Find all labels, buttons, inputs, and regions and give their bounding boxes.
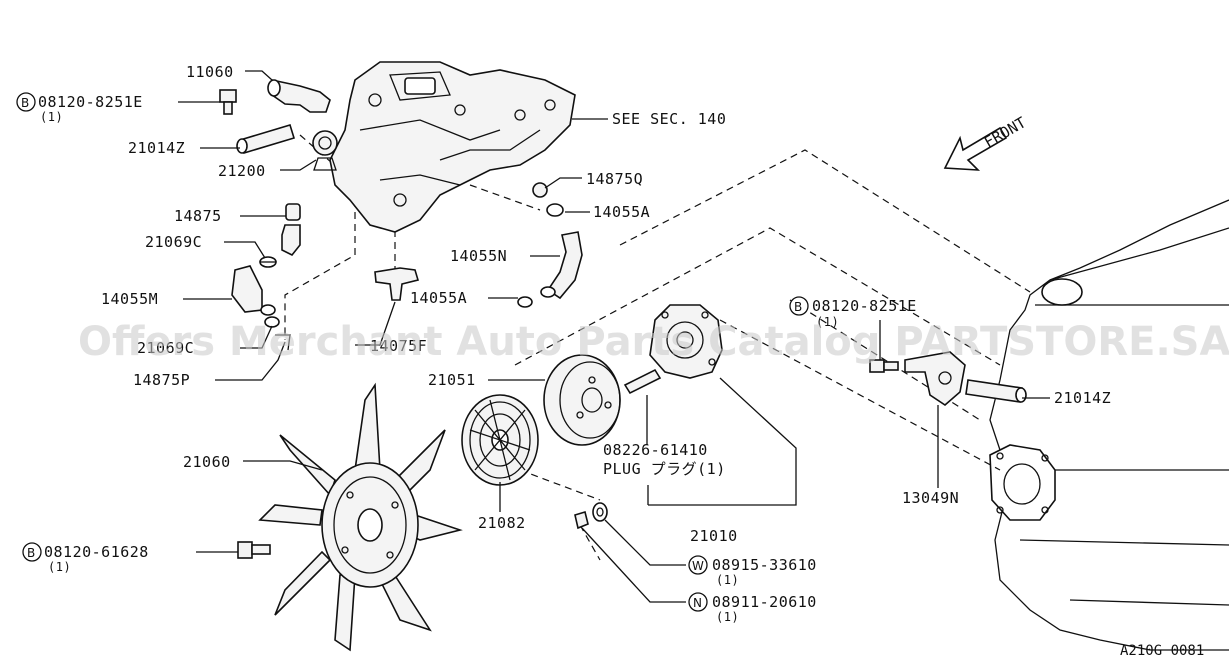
- hose-14875q: [532, 182, 548, 198]
- callout-14055n: 14055N: [450, 247, 507, 265]
- bolt-marker-bottom: B: [22, 542, 42, 562]
- callout-21010: 21010: [690, 527, 738, 545]
- bolt-08120-8251e-top: [219, 89, 237, 115]
- callout-21014z-top: 21014Z: [128, 139, 185, 157]
- clamp-21069c: [259, 256, 277, 268]
- bolt-marker-top: B: [16, 92, 36, 112]
- water-pump-21010: [623, 304, 723, 395]
- callout-14875p: 14875P: [133, 371, 190, 389]
- engine-block-outline: [989, 199, 1229, 651]
- callout-14875: 14875: [174, 207, 222, 225]
- callout-08120-61628: 08120-61628: [44, 543, 149, 561]
- callout-14055m: 14055M: [101, 290, 158, 308]
- hose-14055n: [540, 231, 583, 300]
- callout-08120-8251e-top-qty: (1): [40, 110, 63, 124]
- callout-08915-33610-qty: (1): [716, 573, 739, 587]
- pipe-14075f: [374, 267, 420, 301]
- thermostat-21200: [312, 130, 338, 171]
- outlet-13049n: [904, 351, 966, 407]
- callout-14055a-mid: 14055A: [410, 289, 467, 307]
- hose-21014z-top: [236, 124, 296, 154]
- callout-08911-20610: 08911-20610: [712, 593, 817, 611]
- callout-21060: 21060: [183, 453, 231, 471]
- hose-14875p: [275, 334, 291, 351]
- fan-clutch-21082: [461, 394, 539, 486]
- water-outlet-11060: [267, 79, 331, 113]
- pulley-21051: [543, 354, 621, 446]
- gasket-13049n: [989, 444, 1056, 521]
- bolt-marker-top-letter: B: [21, 96, 29, 110]
- front-label: FRONT: [981, 113, 1029, 151]
- callout-21069c: 21069C: [145, 233, 202, 251]
- callout-08120-61628-qty: (1): [48, 560, 71, 574]
- callout-08226-61410: 08226-61410: [603, 441, 708, 459]
- nut-08911-20610: [574, 510, 589, 530]
- nut-marker: N: [688, 592, 708, 612]
- callout-see-sec-140: SEE SEC. 140: [612, 110, 726, 128]
- callout-14875q: 14875Q: [586, 170, 643, 188]
- callout-21069c-b: 21069C: [137, 339, 194, 357]
- callout-08915-33610: 08915-33610: [712, 556, 817, 574]
- clamp-14055a-top: [546, 203, 564, 217]
- callout-plug: PLUG プラグ(1): [603, 460, 726, 478]
- bolt-marker-right: B: [789, 296, 809, 316]
- bolt-08120-8251e-right: [869, 359, 899, 373]
- watermark-text: Offers Merchant Auto Parts Catalog PARTS…: [78, 319, 1229, 365]
- callout-08120-8251e-right-qty: (1): [816, 315, 839, 329]
- callout-14075f: 14075F: [370, 337, 427, 355]
- callout-labels: 11060 B 08120-8251E (1) 21014Z 21200 SEE…: [16, 63, 1111, 624]
- leader-lines: [178, 70, 1050, 603]
- bolt-08120-61628: [237, 541, 271, 559]
- cooling-fan-21060: [258, 382, 463, 652]
- nut-marker-letter: N: [693, 596, 702, 610]
- bolt-marker-bottom-letter: B: [27, 546, 35, 560]
- intake-manifold: [329, 61, 576, 233]
- hose-14875: [281, 203, 301, 257]
- bolt-marker-right-letter: B: [794, 300, 802, 314]
- callout-11060: 11060: [186, 63, 234, 81]
- callout-08911-20610-qty: (1): [716, 610, 739, 624]
- front-direction-arrow: FRONT: [943, 113, 1029, 171]
- callout-21200: 21200: [218, 162, 266, 180]
- hose-14055m: [231, 265, 276, 316]
- assembly-dashed-lines: [284, 134, 1031, 561]
- washer-08915-33610: [592, 502, 608, 522]
- reference-code: A210G 0081: [1120, 643, 1204, 659]
- clamp-14055a-mid: [517, 296, 533, 308]
- washer-marker-letter: W: [692, 559, 704, 573]
- callout-08120-8251e-top: 08120-8251E: [38, 93, 143, 111]
- callout-13049n: 13049N: [902, 489, 959, 507]
- callout-08120-8251e-right: 08120-8251E: [812, 297, 917, 315]
- callout-14055a-top: 14055A: [593, 203, 650, 221]
- callout-21082: 21082: [478, 514, 526, 532]
- callout-21014z-right: 21014Z: [1054, 389, 1111, 407]
- hose-21014z-right: [965, 379, 1027, 403]
- callout-21051: 21051: [428, 371, 476, 389]
- washer-marker: W: [688, 555, 708, 575]
